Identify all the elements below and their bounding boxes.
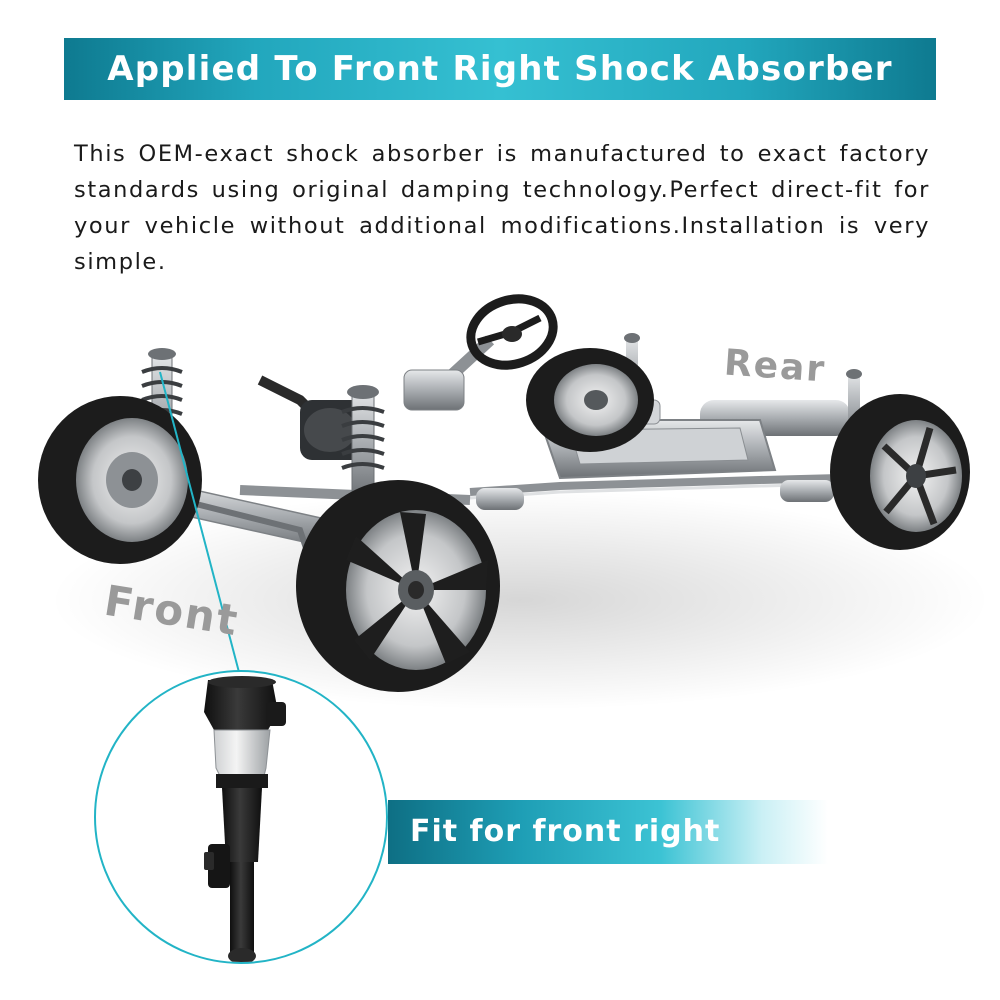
steering-assembly (403, 294, 558, 411)
fit-text: Fit for front right (410, 814, 721, 849)
rear-right-wheel (830, 394, 970, 550)
rear-left-wheel (526, 348, 654, 452)
front-left-wheel (38, 396, 202, 564)
product-inset-circle (94, 670, 388, 964)
title-banner: Applied To Front Right Shock Absorber (64, 38, 936, 100)
air-strut-illustration (204, 676, 286, 962)
front-right-wheel (296, 480, 500, 692)
fit-banner: Fit for front right (388, 800, 828, 864)
rear-subframe (469, 399, 850, 510)
product-description: This OEM-exact shock absorber is manufac… (74, 141, 930, 275)
ground-shadow (50, 490, 990, 710)
front-right-strut (341, 385, 385, 499)
page-title: Applied To Front Right Shock Absorber (107, 49, 893, 89)
rear-label: Rear (722, 342, 828, 391)
callout-leader-line (159, 371, 241, 677)
